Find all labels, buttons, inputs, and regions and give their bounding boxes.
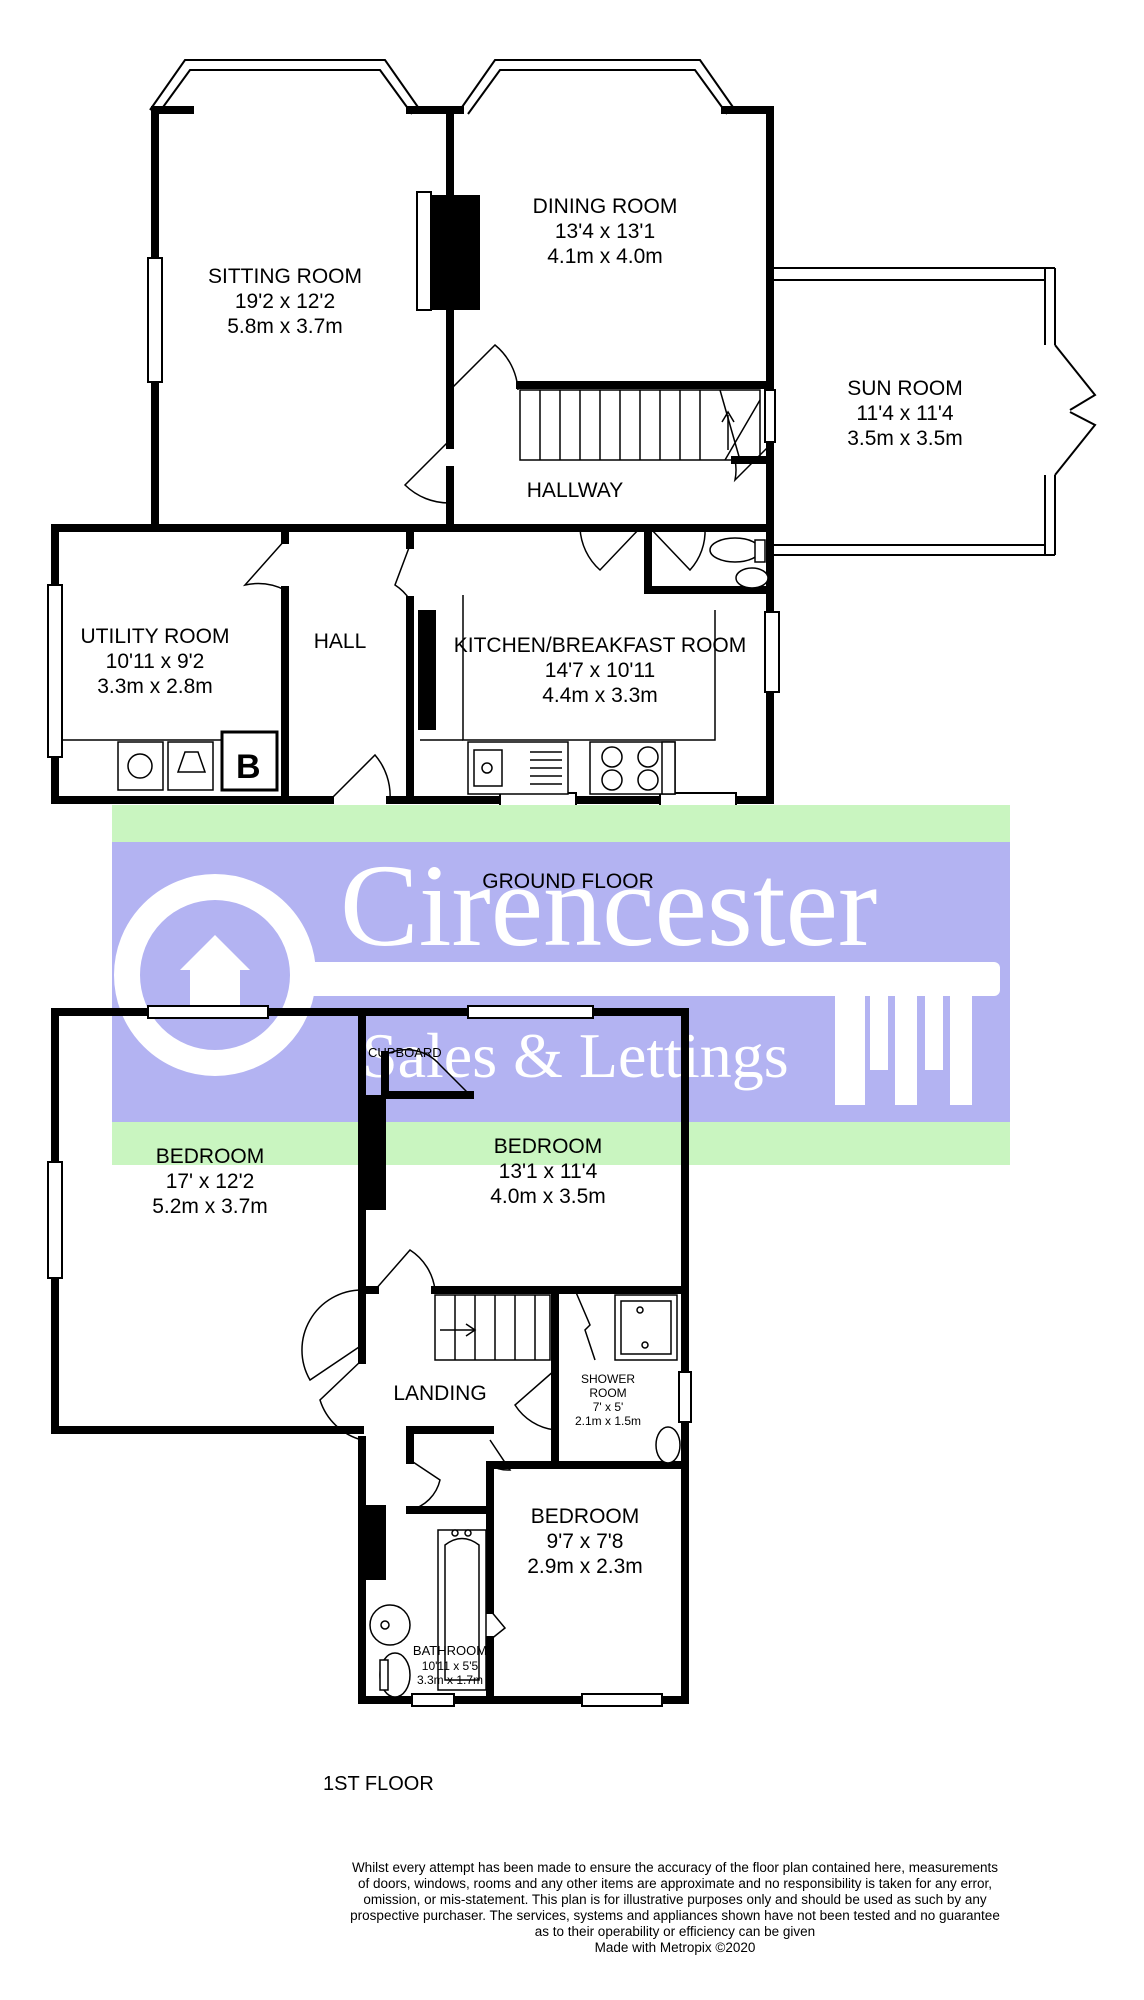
first-floor-plan: BEDROOM 17' x 12'2 5.2m x 3.7m BEDROOM 1… (47, 1005, 692, 1707)
sitting-room-name: SITTING ROOM (208, 265, 362, 288)
bathroom-imperial: 10'11 x 5'5 (422, 1659, 479, 1673)
disclaimer-line: of doors, windows, rooms and any other i… (357, 1876, 993, 1891)
sitting-room-bay-window (149, 59, 421, 115)
shower-room-name-line2: ROOM (589, 1386, 626, 1400)
bedroom1-imperial: 17' x 12'2 (166, 1170, 255, 1193)
first-floor-labels: BEDROOM 17' x 12'2 5.2m x 3.7m BEDROOM 1… (152, 1045, 643, 1687)
dining-room-bay-window (459, 59, 736, 115)
house-logo-icon (180, 935, 250, 1010)
sun-room-metric: 3.5m x 3.5m (847, 427, 963, 450)
sun-room-walls (770, 267, 1097, 556)
disclaimer-line: as to their operability or efficiency ca… (534, 1924, 816, 1939)
disclaimer-line: Whilst every attempt has been made to en… (351, 1860, 999, 1875)
kitchen-fixtures (420, 595, 716, 795)
bedroom2-metric: 4.0m x 3.5m (490, 1185, 606, 1208)
first-floor-chimney (362, 1095, 386, 1210)
wc-fixtures (709, 537, 769, 589)
disclaimer-credit: Made with Metropix ©2020 (594, 1940, 756, 1955)
disclaimer-line: prospective purchaser. The services, sys… (350, 1908, 1000, 1923)
disclaimer: Whilst every attempt has been made to en… (290, 1860, 1060, 1956)
bathroom-fixtures (369, 1529, 487, 1698)
fireplace-hearth (416, 191, 432, 311)
bedroom1-name: BEDROOM (156, 1145, 265, 1168)
utility-room-metric: 3.3m x 2.8m (97, 675, 213, 698)
shower-room-name-line1: SHOWER (581, 1372, 635, 1386)
shower-room-metric: 2.1m x 1.5m (575, 1414, 641, 1428)
bedroom3-metric: 2.9m x 2.3m (527, 1555, 643, 1578)
ground-floor-staircase (519, 389, 761, 461)
dining-room-imperial: 13'4 x 13'1 (555, 220, 655, 243)
first-floor-doors (301, 1048, 556, 1641)
sun-room-name: SUN ROOM (847, 377, 963, 400)
agency-watermark (112, 805, 1010, 1165)
bedroom3-imperial: 9'7 x 7'8 (547, 1530, 624, 1553)
first-floor-label: 1ST FLOOR (323, 1773, 434, 1795)
sitting-room-imperial: 19'2 x 12'2 (235, 290, 335, 313)
bathroom-chimney (362, 1505, 386, 1580)
shower-fixtures (614, 1294, 681, 1464)
bedroom3-name: BEDROOM (531, 1505, 640, 1528)
first-floor-staircase (434, 1289, 596, 1361)
kitchen-chimney (418, 610, 436, 730)
bedroom2-name: BEDROOM (494, 1135, 603, 1158)
disclaimer-line: omission, or mis-statement. This plan is… (363, 1892, 987, 1907)
cupboard-name: CUPBOARD (368, 1045, 442, 1060)
ground-floor-doors (242, 343, 771, 801)
sun-room-imperial: 11'4 x 11'4 (856, 402, 953, 425)
sitting-room-chimney (430, 195, 480, 310)
ground-floor-labels: SITTING ROOM 19'2 x 12'2 5.8m x 3.7m DIN… (81, 195, 963, 707)
watermark-tagline: Sales & Lettings (362, 1020, 789, 1091)
key-teeth-icon (835, 990, 972, 1105)
dining-room-name: DINING ROOM (533, 195, 678, 218)
sitting-room-metric: 5.8m x 3.7m (227, 315, 343, 338)
first-floor-windows (47, 1005, 692, 1707)
boiler-symbol: B (236, 748, 261, 786)
utility-room-imperial: 10'11 x 9'2 (106, 650, 205, 673)
utility-room-name: UTILITY ROOM (81, 625, 230, 648)
landing-name: LANDING (393, 1382, 486, 1405)
watermark-brand: Cirencester (340, 840, 877, 971)
kitchen-imperial: 14'7 x 10'11 (545, 659, 655, 682)
bathroom-name: BATHROOM (413, 1643, 487, 1658)
utility-fixtures (62, 730, 279, 792)
ground-floor-label: GROUND FLOOR (482, 870, 654, 893)
hallway-name: HALLWAY (527, 479, 623, 502)
dining-room-metric: 4.1m x 4.0m (547, 245, 663, 268)
bedroom2-imperial: 13'1 x 11'4 (499, 1160, 598, 1183)
kitchen-name: KITCHEN/BREAKFAST ROOM (454, 634, 747, 657)
ground-floor-plan: B SITTING ROOM 19'2 x 12'2 5.8m x 3.7m (47, 59, 1097, 808)
hall-name: HALL (314, 630, 367, 653)
kitchen-metric: 4.4m x 3.3m (542, 684, 658, 707)
bedroom1-metric: 5.2m x 3.7m (152, 1195, 268, 1218)
shower-room-imperial: 7' x 5' (593, 1400, 624, 1414)
bathroom-metric: 3.3m x 1.7m (417, 1673, 483, 1687)
key-shaft (300, 962, 1000, 996)
